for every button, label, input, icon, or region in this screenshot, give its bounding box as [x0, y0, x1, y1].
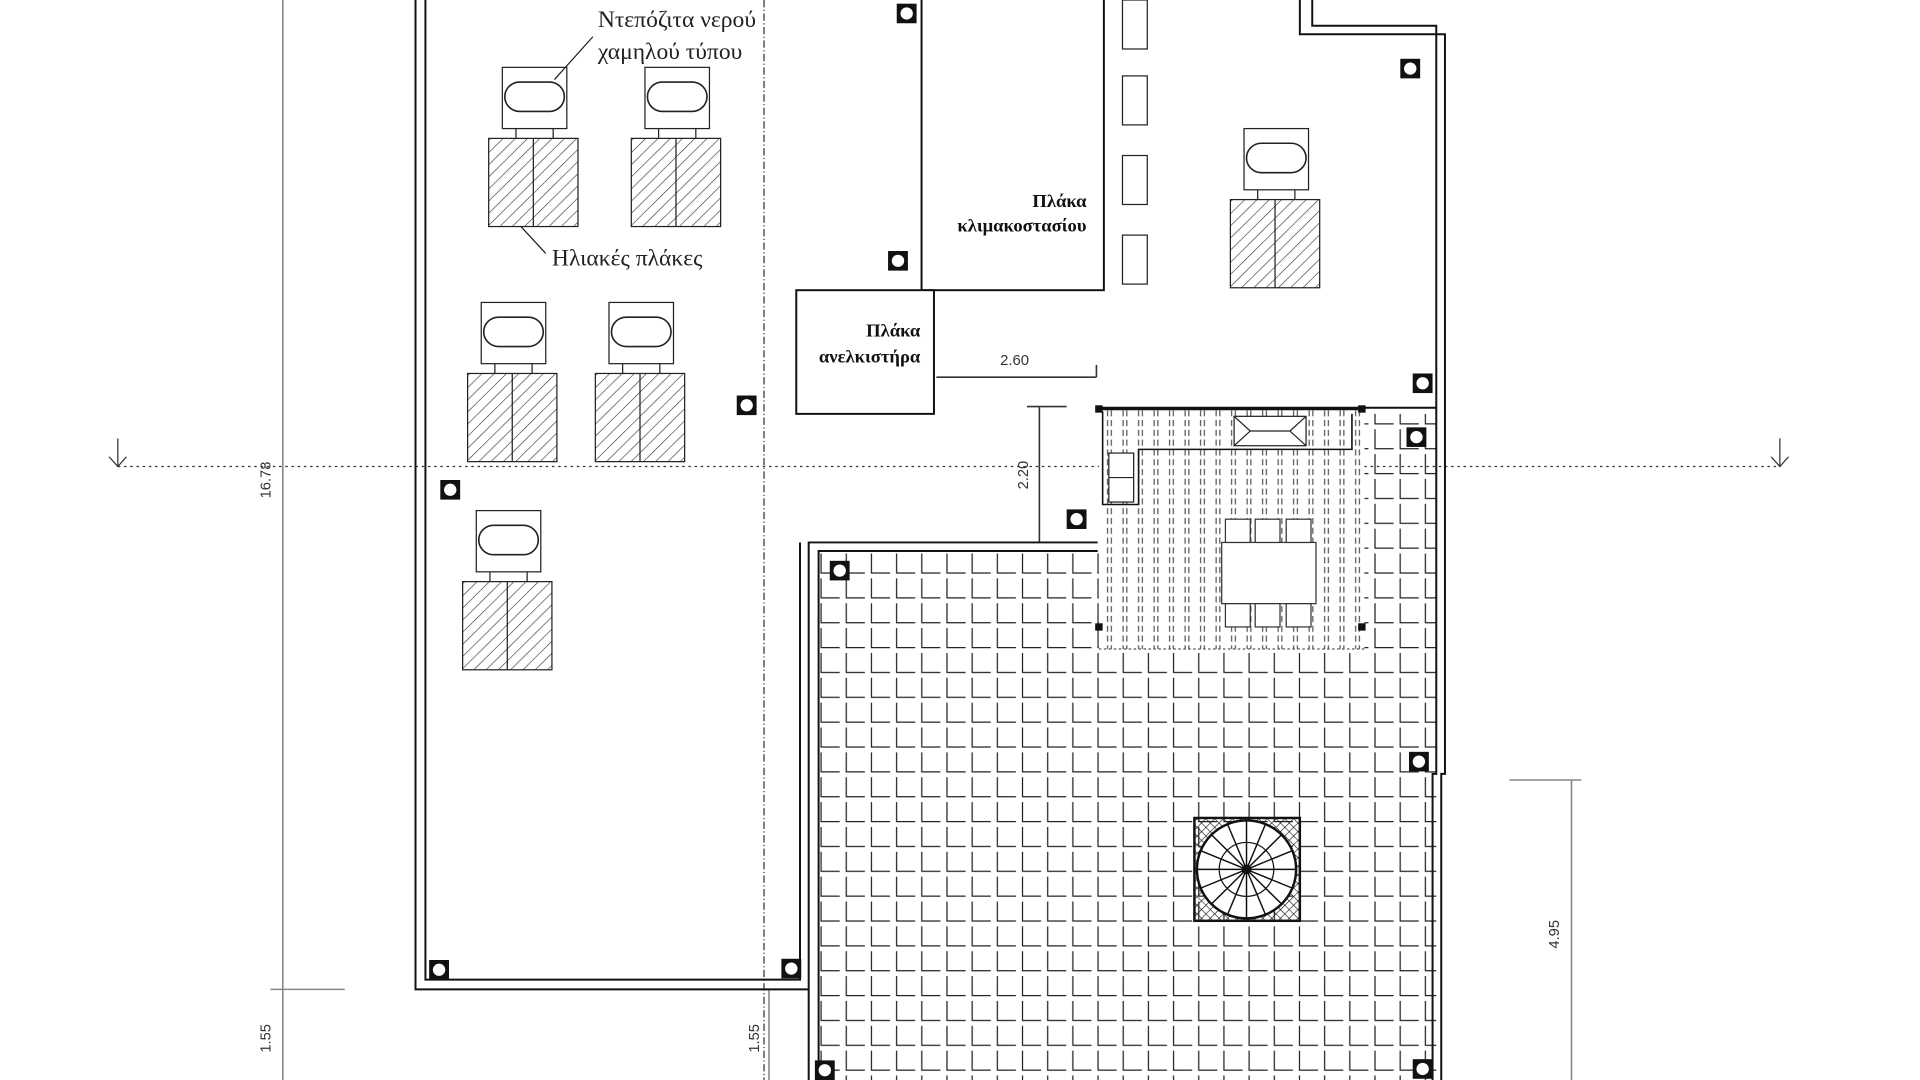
skylights [1121, 0, 1148, 285]
stair-tread [1245, 869, 1267, 915]
column-icon [814, 1060, 835, 1080]
column-icon [1400, 58, 1421, 79]
column-icon [781, 958, 802, 979]
elevator-slab [795, 289, 935, 415]
column-icon [1412, 1059, 1433, 1079]
column-icon [888, 251, 908, 271]
pergola [1095, 405, 1366, 650]
stair-tread [1245, 834, 1283, 870]
stair-tread [1200, 849, 1247, 871]
stair-tread [1226, 823, 1248, 870]
dim-16-78: 16.78 [258, 462, 274, 499]
column-icon [896, 3, 917, 24]
column-icon [1066, 509, 1087, 529]
stair-slab-label-1: Πλάκα [1032, 191, 1087, 211]
column-icon [440, 480, 461, 500]
dimension-lines [270, 0, 1582, 1080]
column-icon [1408, 751, 1429, 772]
stair-tread [1200, 868, 1247, 889]
column-icon [1412, 373, 1433, 394]
stair-tread [1246, 868, 1293, 889]
walls [414, 0, 1446, 1080]
dim-1-55-mid: 1.55 [747, 1024, 763, 1053]
dim-2-20: 2.20 [1016, 461, 1032, 490]
stair-tread [1245, 868, 1283, 905]
dim-1-55-left: 1.55 [258, 1024, 274, 1053]
column-icon [829, 560, 850, 581]
elevator-slab-label-1: Πλάκα [866, 321, 921, 341]
column-icon [1406, 427, 1427, 447]
leader-lines [520, 36, 594, 254]
stair-slab-label-2: κλιμακοστασίου [957, 216, 1086, 236]
dim-2-60: 2.60 [1000, 353, 1029, 369]
stair-tread [1210, 834, 1248, 870]
water-tanks-label-1: Ντεπόζιτα νερού [598, 7, 756, 33]
water-tanks-label-2: χαμηλού τύπου [597, 39, 742, 65]
stair-tread [1246, 849, 1293, 871]
stair-tread [1210, 868, 1248, 905]
stair-tread [1245, 823, 1267, 870]
solar-panels-label: Ηλιακές πλάκες [552, 246, 703, 272]
column-icon [736, 395, 757, 416]
dim-4-95: 4.95 [1547, 920, 1563, 949]
stair-slab [920, 0, 1105, 292]
spiral-staircase [1193, 816, 1302, 923]
section-line [108, 0, 1789, 1080]
elevator-slab-label-2: ανελκιστήρα [819, 347, 921, 367]
stair-tread [1226, 869, 1248, 915]
column-icon [429, 960, 449, 980]
